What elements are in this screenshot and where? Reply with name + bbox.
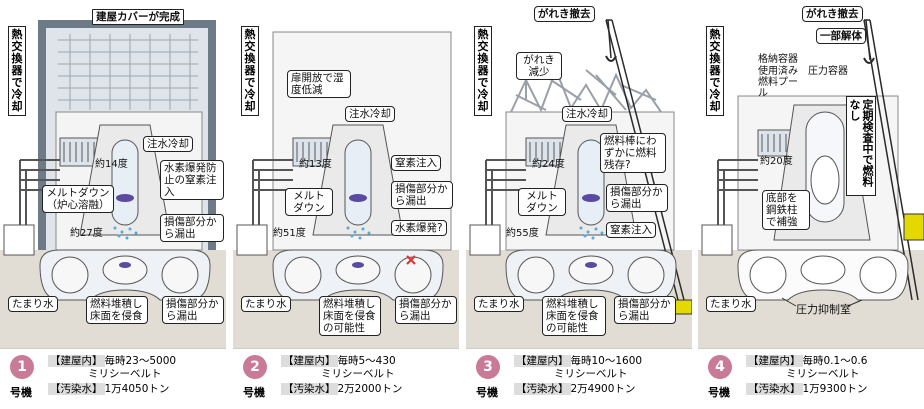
rubble-removal-label: がれき撤去 — [534, 6, 595, 22]
unit-3-footer: 3 号機 【建屋内】毎時10～1600 ミリシーベルト 【汚染水】2万4900ト… — [466, 348, 692, 409]
heat-exchanger-label: 熱交換器で冷却 — [241, 26, 259, 116]
pressure-vessel-label: 圧力容器 — [808, 66, 848, 77]
dose-value: 毎時5～430 — [337, 355, 396, 367]
heat-exchanger-label: 熱交換器で冷却 — [706, 26, 724, 116]
fuel-deposit-label: 燃料堆積し床面を侵食 — [86, 296, 148, 324]
partial-dismantle-label: 一部解体 — [816, 28, 866, 44]
nitrogen-injection-label: 窒素注入 — [391, 155, 441, 171]
leak-bottom-label: 損傷部分から漏出 — [162, 296, 224, 324]
heat-exchanger-label: 熱交換器で冷却 — [474, 26, 492, 116]
water-key: 【汚染水】 — [281, 383, 338, 395]
water-line: 【汚染水】2万2000トン — [281, 383, 402, 396]
dose-line: 【建屋内】毎時23～5000 — [48, 355, 176, 368]
unit-2-footer: 2 号機 【建屋内】毎時5～430 ミリシーベルト 【汚染水】2万2000トン — [233, 348, 459, 409]
water-key: 【汚染水】 — [746, 383, 803, 395]
dose-line: 【建屋内】毎時10～1600 — [514, 355, 642, 368]
panel-unit-2: 熱交換器で冷却 扉開放で湿度低減 注水冷却 約13度 窒素注入 メルトダウン 損… — [233, 0, 459, 409]
pooled-water-label: たまり水 — [8, 296, 58, 312]
bldg-key: 【建屋内】 — [746, 355, 803, 367]
upper-temp: 約24度 — [532, 159, 565, 170]
water-line: 【汚染水】2万4900トン — [514, 383, 635, 396]
unit-4-footer: 4 号機 【建屋内】毎時0.1～0.6 ミリシーベルト 【汚染水】1万9300ト… — [698, 348, 924, 409]
water-value: 1万4050トン — [104, 383, 170, 395]
water-injection-label: 注水冷却 — [345, 106, 395, 122]
water-value: 2万2000トン — [337, 383, 403, 395]
suppression-chamber-label: 圧力抑制室 — [796, 303, 851, 316]
dose-unit: ミリシーベルト — [554, 368, 628, 380]
water-injection-label: 注水冷却 — [562, 106, 612, 122]
leak-label: 損傷部分から漏出 — [160, 214, 224, 242]
water-key: 【汚染水】 — [48, 383, 105, 395]
hydrogen-explosion-label: 水素爆発? — [391, 220, 447, 236]
bldg-key: 【建屋内】 — [48, 355, 105, 367]
hydrogen-prevention-label: 水素爆発防止の窒素注入 — [160, 160, 224, 200]
dose-line: 【建屋内】毎時5～430 — [281, 355, 396, 368]
unit-word: 号機 — [10, 386, 32, 399]
dose-value: 毎時23～5000 — [104, 355, 177, 367]
containment-label: 格納容器 — [758, 54, 798, 65]
water-line: 【汚染水】1万9300トン — [746, 383, 867, 396]
unit-number-badge: 1 — [10, 355, 34, 379]
unit-2-illustration — [233, 31, 459, 348]
panel-unit-1: 建屋カバーが完成 熱交換器で冷却 約14度 注水冷却 水素爆発防止の窒素注入 メ… — [0, 0, 226, 409]
unit-word: 号機 — [243, 386, 265, 399]
water-key: 【汚染水】 — [514, 383, 571, 395]
dose-value: 毎時0.1～0.6 — [802, 355, 868, 367]
heat-exchanger-label: 熱交換器で冷却 — [8, 26, 26, 116]
unit-1-footer: 1 号機 【建屋内】毎時23～5000 ミリシーベルト 【汚染水】1万4050ト… — [0, 348, 226, 409]
lower-temp: 約55度 — [506, 228, 539, 239]
unit-number-badge: 3 — [476, 355, 500, 379]
leak-label: 損傷部分から漏出 — [606, 184, 668, 212]
water-value: 2万4900トン — [570, 383, 636, 395]
pooled-water-label: たまり水 — [706, 296, 756, 312]
bldg-key: 【建屋内】 — [281, 355, 338, 367]
rubble-reduced-label: がれき減少 — [516, 52, 562, 80]
pooled-water-label: たまり水 — [241, 296, 291, 312]
unit-word: 号機 — [708, 386, 730, 399]
dose-unit: ミリシーベルト — [88, 368, 162, 380]
upper-temp: 約20度 — [760, 156, 793, 167]
water-line: 【汚染水】1万4050トン — [48, 383, 169, 396]
inspection-label: 定期検査中で燃料なし — [846, 96, 876, 196]
dose-value: 毎時10～1600 — [570, 355, 643, 367]
dose-unit: ミリシーベルト — [321, 368, 395, 380]
fuel-rods-label: 燃料棒にわずかに燃料残存? — [600, 133, 666, 173]
panel-unit-4: がれき撤去 一部解体 熱交換器で冷却 格納容器 使用済み燃料プール 圧力容器 約… — [698, 0, 924, 409]
water-injection-label: 注水冷却 — [143, 136, 193, 152]
leak-bottom-label: 損傷部分から漏出 — [395, 296, 457, 324]
lower-temp: 約27度 — [70, 228, 103, 239]
dose-unit: ミリシーベルト — [786, 368, 860, 380]
door-open-label: 扉開放で湿度低減 — [287, 70, 351, 98]
cover-complete-label: 建屋カバーが完成 — [92, 9, 184, 25]
nitrogen-injection-label: 窒素注入 — [606, 222, 656, 238]
meltdown-label: メルトダウン — [285, 188, 333, 216]
lower-temp: 約51度 — [273, 228, 306, 239]
water-value: 1万9300トン — [802, 383, 868, 395]
upper-temp: 約13度 — [299, 159, 332, 170]
bldg-key: 【建屋内】 — [514, 355, 571, 367]
rubble-removal-label: がれき撤去 — [802, 6, 863, 22]
meltdown-label: メルトダウン — [518, 188, 566, 216]
leak-bottom-label: 損傷部分から漏出 — [614, 296, 676, 324]
upper-temp: 約14度 — [95, 159, 128, 170]
panel-unit-3: がれき撤去 熱交換器で冷却 がれき減少 注水冷却 約24度 燃料棒にわずかに燃料… — [466, 0, 692, 409]
unit-number-badge: 4 — [708, 355, 732, 379]
pooled-water-label: たまり水 — [474, 296, 524, 312]
meltdown-label: メルトダウン（炉心溶融） — [42, 185, 114, 213]
unit-number-badge: 2 — [243, 355, 267, 379]
fuel-deposit-label: 燃料堆積し床面を侵食の可能性 — [319, 296, 381, 336]
fuel-deposit-label: 燃料堆積し床面を侵食の可能性 — [542, 296, 606, 336]
dose-line: 【建屋内】毎時0.1～0.6 — [746, 355, 867, 368]
unit-word: 号機 — [476, 386, 498, 399]
reinforce-label: 底部を鋼鉄柱で補強 — [762, 190, 810, 230]
leak-label: 損傷部分から漏出 — [391, 181, 453, 209]
spent-fuel-pool-label: 使用済み燃料プール — [758, 66, 798, 99]
